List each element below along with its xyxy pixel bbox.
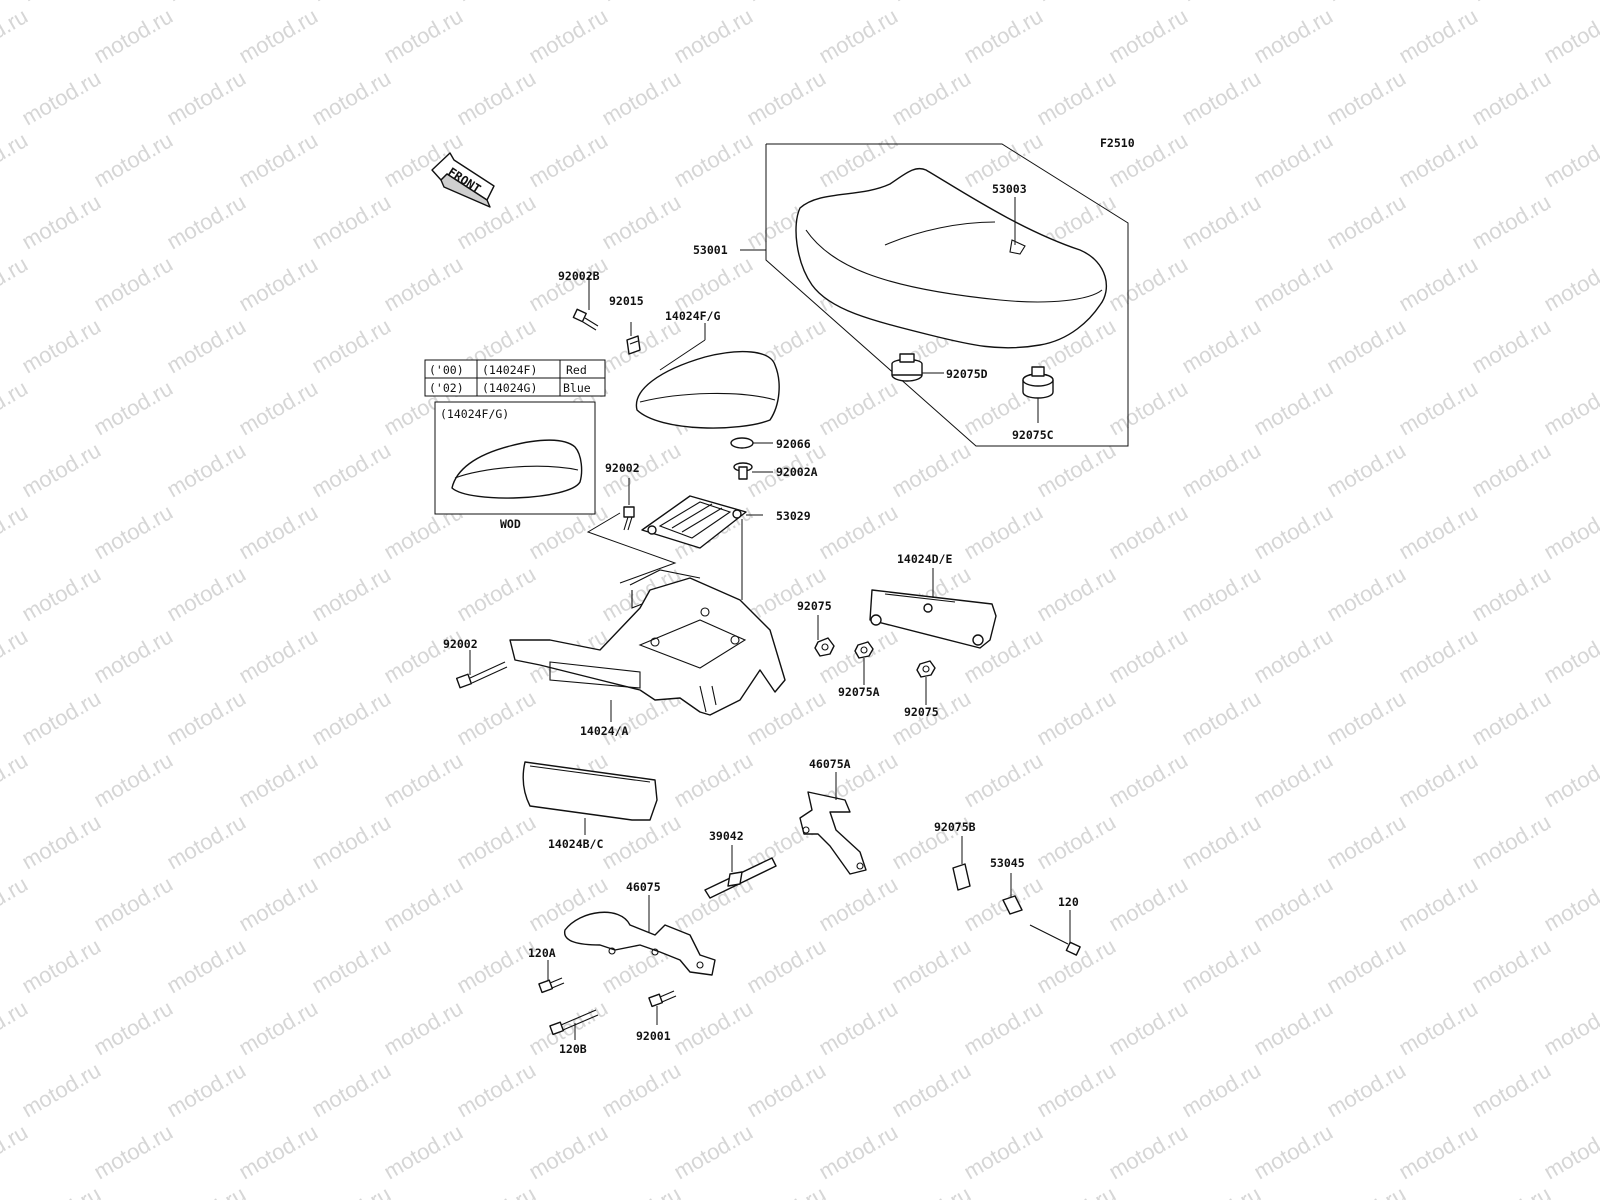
leader-lines	[469, 197, 1071, 1040]
label-46075a: 46075A	[809, 757, 851, 771]
rod-39042	[704, 857, 777, 899]
plate-53029	[641, 495, 747, 549]
row2-color: Blue	[563, 381, 591, 395]
label-53003: 53003	[992, 182, 1027, 196]
bolt-120a	[538, 977, 565, 994]
label-92015: 92015	[609, 294, 644, 308]
label-46075: 46075	[626, 880, 661, 894]
guide-lines	[586, 512, 743, 600]
inset-title: (14024F/G)	[440, 407, 509, 421]
nut-92075-1	[814, 637, 835, 657]
seat-53001	[795, 167, 1108, 349]
label-53001: 53001	[693, 243, 728, 257]
label-120: 120	[1058, 895, 1079, 909]
label-53045: 53045	[990, 856, 1025, 870]
label-92075-b: 92075	[904, 705, 939, 719]
bolt-120b	[549, 1009, 599, 1036]
label-92075-a: 92075	[797, 599, 832, 613]
label-92066: 92066	[776, 437, 811, 451]
diagram-code: F2510	[1100, 136, 1135, 150]
bolt-120	[1029, 924, 1081, 956]
label-92002-left: 92002	[443, 637, 478, 651]
label-92075b: 92075B	[934, 820, 976, 834]
label-14024fg: 14024F/G	[665, 309, 720, 323]
label-14024bc: 14024B/C	[548, 837, 603, 851]
label-92002a: 92002A	[776, 465, 818, 479]
label-92002-top: 92002	[605, 461, 640, 475]
cover-14024bc	[522, 761, 658, 821]
seat-group-outline	[765, 143, 1129, 447]
label-14024a: 14024/A	[580, 724, 629, 738]
label-120a: 120A	[528, 946, 556, 960]
label-39042: 39042	[709, 829, 744, 843]
clip-92015	[626, 335, 641, 355]
damper-92075c	[1022, 366, 1054, 399]
inset-wod: (14024F/G) WOD	[434, 401, 596, 531]
label-92075c: 92075C	[1012, 428, 1054, 442]
bracket-46075a	[799, 791, 867, 875]
bracket-46075	[564, 911, 716, 976]
variant-table: ('00) (14024F) Red ('02) (14024G) Blue	[424, 359, 606, 397]
row1-color: Red	[566, 363, 587, 377]
row1-part: (14024F)	[482, 363, 537, 377]
seat-cowl-14024fg	[635, 350, 780, 429]
damper-92075b	[952, 863, 971, 891]
screw-92002a	[733, 462, 753, 480]
bolt-92002-left	[455, 661, 508, 689]
label-92002b: 92002B	[558, 269, 600, 283]
label-92075a: 92075A	[838, 685, 880, 699]
inset-caption: WOD	[500, 517, 521, 531]
cap-92066	[730, 437, 754, 449]
nut-92075a	[854, 641, 874, 659]
label-120b: 120B	[559, 1042, 587, 1056]
row2-year: ('02)	[429, 381, 464, 395]
cover-14024de	[869, 589, 997, 649]
clip-53045	[1002, 895, 1023, 915]
label-53029: 53029	[776, 509, 811, 523]
bolt-92002-top	[623, 506, 635, 531]
label-14024de: 14024D/E	[897, 552, 952, 566]
rear-frame-14024a	[509, 569, 786, 716]
label-92075d: 92075D	[946, 367, 988, 381]
row1-year: ('00)	[429, 363, 464, 377]
row2-part: (14024G)	[482, 381, 537, 395]
front-arrow-icon: FRONT	[431, 152, 495, 208]
nut-92075-2	[916, 660, 936, 678]
damper-92075d	[891, 353, 923, 382]
bolt-92001	[648, 990, 677, 1008]
part-labels: 53003 53001 92002B 92015 14024F/G 92075D…	[443, 182, 1079, 1056]
label-92001: 92001	[636, 1029, 671, 1043]
bolt-92002b	[572, 308, 599, 331]
